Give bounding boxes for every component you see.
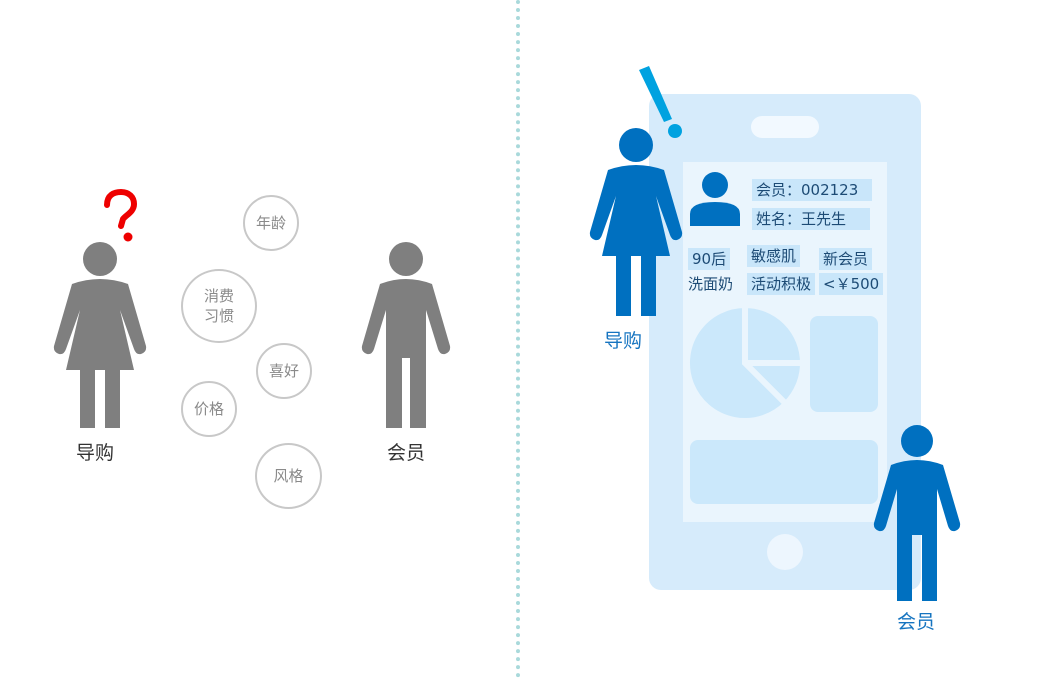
tag-new-member: 新会员 <box>819 248 873 270</box>
member-id-field: 会员：002123 <box>752 179 872 201</box>
question-mark-icon <box>104 188 138 242</box>
exclamation-icon <box>639 66 682 138</box>
attribute-bubble-habit: 消费习惯 <box>181 269 257 343</box>
member-label-left: 会员 <box>386 442 425 464</box>
attribute-bubble-preference: 喜好 <box>256 343 312 399</box>
tag-activity: 活动积极 <box>747 273 816 295</box>
member-male-blue-icon <box>873 425 961 601</box>
attribute-bubble-age: 年龄 <box>243 195 299 251</box>
content-card-bottom <box>690 440 878 504</box>
tag-budget: <￥500 <box>819 273 884 295</box>
member-label-right: 会员 <box>896 611 935 633</box>
tag-product: 洗面奶 <box>688 275 734 293</box>
avatar-icon <box>690 172 740 226</box>
member-name-field: 姓名：王先生 <box>752 208 870 230</box>
content-card-side <box>810 316 878 412</box>
phone-speaker <box>751 116 819 138</box>
tag-skin-type: 敏感肌 <box>747 245 801 267</box>
guide-label-left: 导购 <box>75 442 114 464</box>
guide-female-blue-icon <box>589 128 683 316</box>
tag-age-group: 90后 <box>688 248 731 270</box>
pie-chart <box>686 304 804 422</box>
member-male-icon <box>361 242 451 428</box>
guide-female-icon <box>53 242 147 428</box>
dashed-divider <box>516 0 520 678</box>
guide-label-right: 导购 <box>603 330 642 352</box>
attribute-bubble-price: 价格 <box>181 381 237 437</box>
phone-home-button[interactable] <box>767 534 803 570</box>
attribute-bubble-style: 风格 <box>255 443 322 509</box>
